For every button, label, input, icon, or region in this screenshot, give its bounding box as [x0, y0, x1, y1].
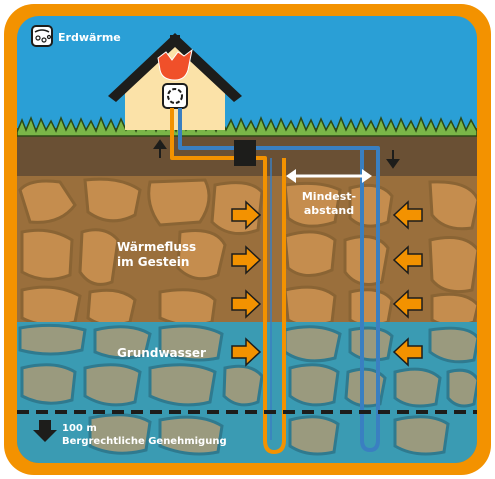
sky [17, 16, 477, 136]
rock-label-line2: im Gestein [117, 255, 189, 269]
heat-arrows-left [231, 200, 262, 367]
permit-label: Bergrechtliche Genehmigung [62, 436, 227, 447]
groundwater-stones [18, 323, 477, 456]
manifold-box [234, 140, 256, 166]
house-roof [108, 33, 242, 102]
grass [17, 115, 477, 137]
flow-down-arrow [386, 150, 400, 169]
rock-label-line1: Wärmefluss [117, 240, 196, 254]
distance-label-line2: abstand [304, 204, 354, 217]
distance-label-line1: Mindest- [302, 190, 356, 203]
probe-pipe-cold [178, 108, 380, 452]
distance-arrow [286, 169, 372, 183]
heat-arrows-right [392, 200, 423, 367]
probe-pipe-warm [170, 108, 286, 454]
flow-up-arrow [153, 139, 167, 158]
down-arrow-icon [33, 420, 57, 442]
heat-pump-icon [162, 83, 188, 109]
groundwater-label: Grundwasser [117, 346, 206, 360]
rock-stones [18, 177, 477, 327]
flame-icon [157, 48, 193, 81]
depth-label: 100 m [62, 423, 97, 434]
geothermal-probes [170, 108, 380, 454]
title: Erdwärme [58, 31, 121, 44]
geothermal-logo-icon [31, 25, 53, 47]
